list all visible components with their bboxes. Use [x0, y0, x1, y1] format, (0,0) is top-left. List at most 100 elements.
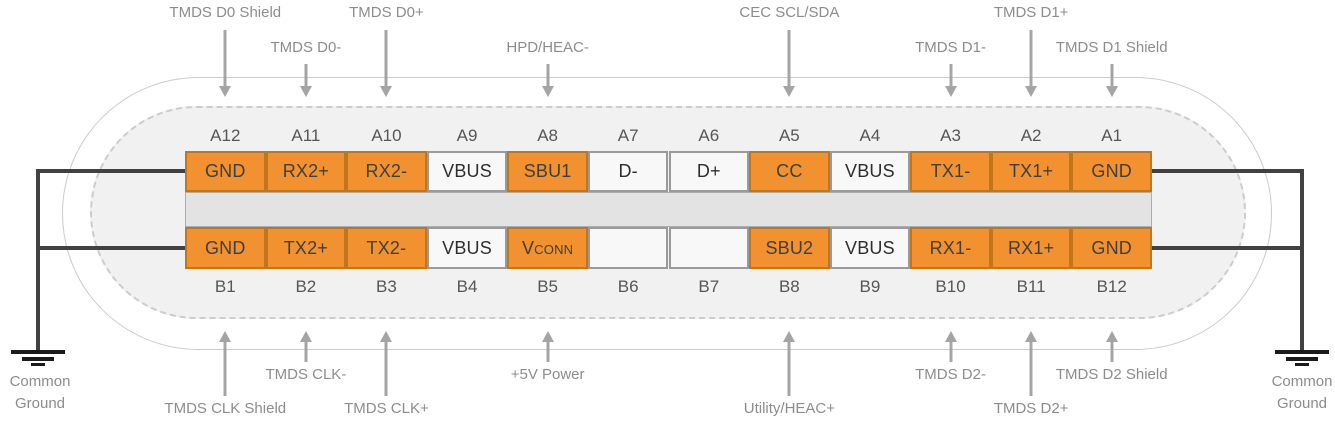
annotation-label-tmds-d0-shield: TMDS D0 Shield	[169, 4, 282, 21]
pin-cell-a5: CC	[749, 151, 830, 192]
pin-label: VBUS	[845, 237, 895, 258]
arrow-head-icon	[783, 86, 796, 97]
annotation-arrow-tmds-d1	[949, 64, 953, 86]
arrow-head-icon	[1025, 331, 1038, 342]
pin-id-a8: A8	[537, 126, 559, 145]
pin-cell-b4: VBUS	[426, 227, 508, 269]
pin-id-b6: B6	[617, 277, 639, 296]
arrow-head-icon	[541, 331, 554, 342]
pin-cell-b2: TX2+	[265, 227, 347, 269]
ground-wire-right-vertical	[1300, 169, 1304, 350]
annotation-label-tmds-clk-shield: TMDS CLK Shield	[164, 400, 287, 417]
pin-id-a11: A11	[291, 126, 321, 145]
annotation-arrow-5v-power	[546, 342, 550, 362]
annotation-label-tmds-d1: TMDS D1+	[993, 4, 1069, 21]
pin-id-a5: A5	[778, 126, 800, 145]
pin-label: D+	[696, 161, 721, 181]
pin-label: TX2-	[366, 237, 407, 258]
annotation-arrow-tmds-d1-shield	[1110, 64, 1114, 86]
pin-id-b8: B8	[778, 277, 800, 296]
pin-label: GND	[1091, 237, 1132, 258]
annotation-arrow-tmds-d0	[304, 64, 308, 86]
annotation-arrow-tmds-d2	[949, 342, 953, 362]
arrow-head-icon	[541, 86, 554, 97]
pin-id-b5: B5	[537, 277, 559, 296]
arrow-head-icon	[944, 331, 957, 342]
pin-label: GND	[1091, 161, 1132, 181]
pin-id-b2: B2	[295, 277, 317, 296]
pin-label: D-	[618, 161, 638, 181]
pin-id-a10: A10	[371, 126, 402, 145]
pin-label: RX1+	[1007, 237, 1055, 258]
pin-cell-a4: VBUS	[829, 151, 911, 192]
pin-cell-a10: RX2-	[346, 151, 427, 192]
ground-wire-left-vertical	[36, 169, 40, 350]
pin-id-b1: B1	[214, 277, 236, 296]
annotation-arrow-tmds-clk-shield	[223, 342, 227, 396]
annotation-label-tmds-d2-shield: TMDS D2 Shield	[1055, 366, 1168, 383]
pin-id-b12: B12	[1096, 277, 1127, 296]
pin-cell-b7	[668, 227, 750, 269]
annotation-arrow-utility-heac	[787, 342, 791, 396]
annotation-arrow-tmds-clk	[384, 342, 388, 396]
common-ground-label-right: Common Ground	[1271, 373, 1333, 412]
pin-id-b11: B11	[1016, 277, 1046, 296]
pin-cell-a2: TX1+	[990, 151, 1072, 192]
pin-cell-b12: GND	[1071, 227, 1152, 269]
annotation-arrow-tmds-d2-shield	[1110, 342, 1114, 362]
pin-id-b10: B10	[935, 277, 966, 296]
annotation-label-cec-scl-sda: CEC SCL/SDA	[739, 4, 840, 21]
pin-label: RX2+	[282, 161, 330, 181]
annotation-label-hpd-heac: HPD/HEAC-	[506, 39, 589, 56]
annotation-label-tmds-d0: TMDS D0-	[270, 39, 342, 56]
annotation-arrow-hpd-heac	[546, 64, 550, 86]
pin-label: RX2-	[365, 161, 408, 181]
ground-symbol-bar	[1295, 363, 1309, 366]
pin-label: SBU1	[523, 161, 572, 181]
pin-cell-b5: Vconn	[507, 227, 588, 269]
pin-cell-a11: RX2+	[265, 151, 347, 192]
ground-symbol-bar	[22, 357, 54, 361]
pin-cell-b8: SBU2	[749, 227, 830, 269]
annotation-label-tmds-d1-shield: TMDS D1 Shield	[1055, 39, 1168, 56]
pin-cell-a7: D-	[587, 151, 669, 192]
arrow-head-icon	[380, 331, 393, 342]
annotation-label-tmds-d2: TMDS D2+	[993, 400, 1069, 417]
ground-symbol-bar	[1286, 357, 1318, 361]
ground-wire-right-bottom	[1150, 246, 1304, 250]
pin-cell-a3: TX1-	[910, 151, 991, 192]
pin-id-b7: B7	[698, 277, 720, 296]
pin-id-a3: A3	[940, 126, 961, 145]
annotation-label-tmds-d0: TMDS D0+	[349, 4, 424, 21]
pin-cell-b6	[587, 227, 669, 269]
pin-id-a2: A2	[1020, 126, 1042, 145]
annotation-label-utility-heac: Utility/HEAC+	[743, 400, 836, 417]
annotation-arrow-cec-scl-sda	[787, 30, 791, 86]
arrow-head-icon	[219, 331, 232, 342]
annotation-arrow-tmds-d2	[1029, 342, 1033, 396]
arrow-head-icon	[783, 331, 796, 342]
pin-cell-b10: RX1-	[910, 227, 991, 269]
pin-cell-a9: VBUS	[426, 151, 508, 192]
ground-wire-left-bottom	[36, 246, 187, 250]
annotation-arrow-tmds-d1	[1029, 30, 1033, 86]
ground-wire-left-top	[36, 169, 187, 173]
pin-label: VBUS	[442, 161, 492, 181]
pin-id-a4: A4	[859, 126, 881, 145]
ground-symbol-bar	[31, 363, 45, 366]
annotation-label-5v-power: +5V Power	[510, 366, 585, 383]
arrow-head-icon	[219, 86, 232, 97]
pin-cell-a12: GND	[185, 151, 266, 192]
pin-label: TX1-	[930, 161, 971, 181]
arrow-head-icon	[299, 86, 312, 97]
pin-id-a9: A9	[456, 126, 478, 145]
pin-label: SBU2	[765, 237, 814, 258]
pin-id-a7: A7	[617, 126, 639, 145]
arrow-head-icon	[1025, 86, 1038, 97]
pin-label: TX1+	[1008, 161, 1054, 181]
pin-label: GND	[204, 161, 246, 181]
pin-label: RX1-	[929, 237, 972, 258]
annotation-label-tmds-d2: TMDS D2-	[915, 366, 986, 383]
pin-label: GND	[204, 237, 246, 258]
